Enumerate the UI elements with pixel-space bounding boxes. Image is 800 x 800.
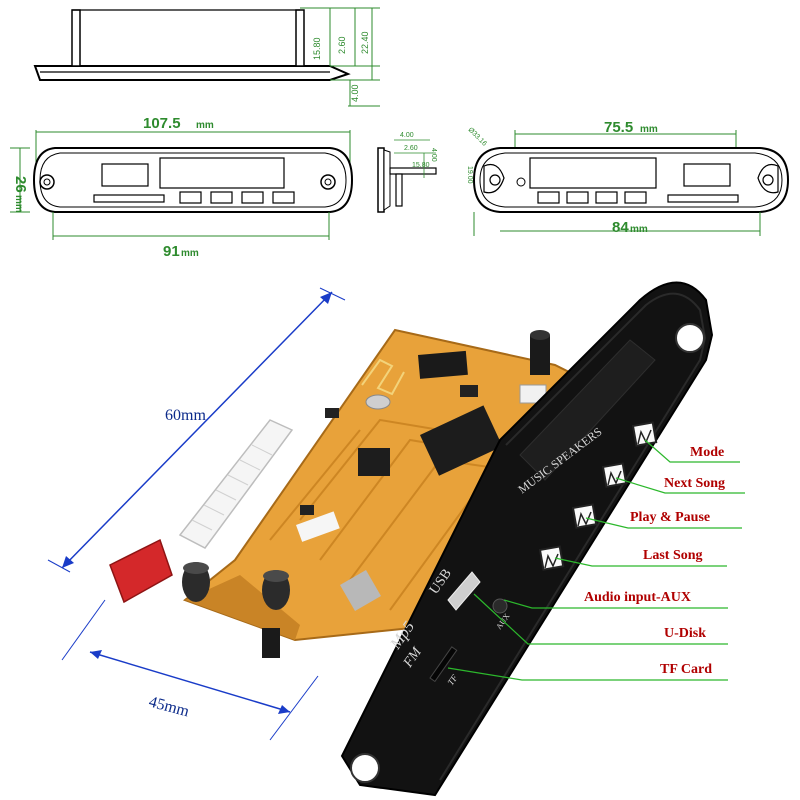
cutout-width-unit: mm <box>640 124 658 135</box>
side-dim-1: 15.80 <box>312 37 322 60</box>
module-photo: MUSIC SPEAKERS USB AUX TF Mp5 FM <box>109 281 714 797</box>
small-side-drawing: 4.00 2.60 15.80 4.00 19.00 Ø33.16 <box>377 126 488 213</box>
front-bottom-width-unit: mm <box>181 248 199 259</box>
small-dim-2: 2.60 <box>404 145 418 152</box>
header-connector <box>178 419 294 549</box>
small-chip-1 <box>460 385 478 397</box>
cutout-width-value: 75.5 <box>604 119 633 136</box>
callout-last-song: Last Song <box>643 548 703 563</box>
width-measure-label: 45mm <box>147 693 191 720</box>
small-dim-4: 4.00 <box>430 148 437 162</box>
cutout-drawing: 75.5 mm 84 mm <box>472 119 790 236</box>
front-width-unit: mm <box>196 120 214 131</box>
width-measure-line <box>89 651 291 713</box>
length-measure-line <box>61 291 333 569</box>
button-play-pause[interactable] <box>571 503 598 529</box>
red-connector <box>109 538 173 604</box>
bluetooth-chip <box>418 350 468 379</box>
callout-u-disk: U-Disk <box>664 626 706 641</box>
cutout-bottom-width-unit: mm <box>630 224 648 235</box>
side-dim-2: 2.60 <box>337 36 347 54</box>
panel-hole-top <box>675 323 705 353</box>
front-bottom-width-value: 91 <box>163 243 180 260</box>
capacitor-1-top <box>183 562 209 574</box>
label-pad <box>296 511 340 542</box>
front-height-unit: mm <box>13 195 24 213</box>
small-chip-3 <box>300 505 314 515</box>
cutout-bottom-width-value: 84 <box>612 219 629 236</box>
front-height-value: 26 <box>12 176 29 193</box>
bottom-cylinder <box>262 628 280 658</box>
front-panel-drawing: 107.5 mm 26 mm 91 mm <box>10 115 354 260</box>
hole-dim: Ø33.16 <box>467 126 488 147</box>
callout-next-song: Next Song <box>664 476 725 491</box>
callout-tf-card: TF Card <box>660 662 712 677</box>
capacitor-2-top <box>263 570 289 582</box>
callout-mode: Mode <box>690 445 724 460</box>
small-dim-1: 4.00 <box>400 132 414 139</box>
button-next-song[interactable] <box>601 462 628 488</box>
button-last-song[interactable] <box>538 545 565 571</box>
callout-audio-input: Audio input-AUX <box>584 590 691 605</box>
button-mode[interactable] <box>631 421 658 447</box>
side-profile-drawing: 15.80 2.60 22.40 4.00 <box>33 7 380 107</box>
header-pins <box>191 444 273 531</box>
callout-play-pause: Play & Pause <box>630 510 710 525</box>
crystal <box>365 394 391 410</box>
panel-hole-bottom <box>350 753 380 783</box>
amp-chip <box>358 448 390 476</box>
small-dim-3: 15.80 <box>412 162 430 169</box>
aux-jack <box>530 335 550 375</box>
usb-socket-body <box>340 570 381 611</box>
tf-slot[interactable] <box>429 646 458 683</box>
main-chip <box>420 405 503 476</box>
pcb-edge <box>185 575 300 640</box>
small-dim-5: 19.00 <box>466 166 473 184</box>
front-panel <box>340 281 714 797</box>
usb-port[interactable] <box>447 571 481 611</box>
small-chip-2 <box>325 408 339 418</box>
side-dim-4: 4.00 <box>350 84 360 102</box>
antenna-trace <box>361 358 405 396</box>
side-dim-3: 22.40 <box>360 31 370 54</box>
display-window <box>519 339 656 481</box>
aux-port[interactable] <box>492 598 508 614</box>
callout-labels: Mode Next Song Play & Pause Last Song Au… <box>584 445 725 677</box>
aux-jack-top <box>530 330 550 340</box>
front-width-value: 107.5 <box>143 115 181 132</box>
callout-lines <box>447 439 745 681</box>
length-measure-label: 60mm <box>165 407 206 424</box>
